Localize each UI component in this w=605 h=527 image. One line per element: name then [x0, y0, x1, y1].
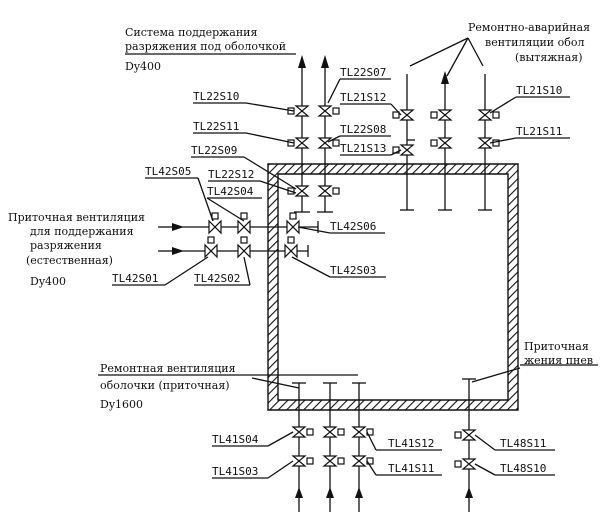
valve-icon — [351, 426, 374, 438]
valve-tag: TL22S11 — [193, 120, 239, 133]
valve-icon — [322, 455, 345, 467]
valve-icon — [237, 212, 251, 235]
vacuum-system-caption: разряжения под оболочкой — [125, 40, 286, 53]
valve-icon — [322, 426, 345, 438]
valve-icon — [317, 137, 340, 149]
arrow-up-icon — [321, 55, 329, 68]
valve-icon — [477, 109, 500, 121]
valve-icon — [430, 137, 453, 149]
equipment-tags: TL22S07 TL22S10 TL22S11 TL22S08 TL22S09 … — [112, 66, 562, 478]
valve-icon — [291, 426, 314, 438]
arrow-up-icon — [298, 55, 306, 68]
arrow-up-icon — [326, 487, 334, 498]
valve-icon — [284, 236, 298, 259]
valve-tag: TL22S10 — [193, 90, 239, 103]
valve-icon — [454, 458, 477, 470]
valve-tag: TL42S05 — [145, 165, 191, 178]
valve-tag: TL42S04 — [207, 185, 254, 198]
leader-lines — [98, 37, 598, 479]
supply-vent-diameter: Dy400 — [30, 275, 66, 288]
supply-vent-caption: Приточная вентиляция — [8, 211, 145, 224]
valve-tag: TL22S09 — [191, 144, 237, 157]
valve-icon — [477, 137, 500, 149]
valve-icon — [454, 429, 477, 441]
valve-icon — [392, 109, 415, 121]
valve-tag: TL41S12 — [388, 437, 434, 450]
valve-tag: TL21S11 — [516, 125, 562, 138]
arrow-up-icon — [441, 71, 449, 84]
valve-tag: TL41S11 — [388, 462, 434, 475]
valve-tag: TL42S01 — [112, 272, 158, 285]
supply-vent-caption: (естественная) — [26, 254, 113, 267]
valve-icon — [392, 144, 415, 156]
valve-tag: TL41S04 — [212, 433, 259, 446]
emergency-vent-caption: (вытяжная) — [515, 51, 583, 64]
valve-tag: TL22S08 — [340, 123, 386, 136]
pneumo-supply-caption: жения пнев — [524, 354, 593, 367]
arrow-right-icon — [172, 247, 184, 255]
flow-arrows — [172, 55, 473, 498]
pneumo-supply-caption: Приточная — [524, 340, 589, 353]
valve-icon — [237, 236, 251, 259]
valve-tag: TL41S03 — [212, 465, 258, 478]
emergency-vent-caption: вентиляции обол — [485, 36, 584, 49]
valve-icon — [430, 109, 453, 121]
supply-vent-caption: для поддержания — [30, 225, 134, 238]
repair-vent-caption: оболочки (приточная) — [100, 379, 230, 392]
supply-vent-caption: разряжения — [30, 239, 102, 252]
valve-icon — [204, 236, 218, 259]
valves — [204, 105, 500, 470]
valve-tag: TL42S06 — [330, 220, 376, 233]
arrow-up-icon — [355, 487, 363, 498]
containment-shell — [267, 163, 519, 411]
valve-tag: TL21S13 — [340, 142, 386, 155]
arrow-up-icon — [465, 487, 473, 498]
valve-icon — [291, 455, 314, 467]
valve-tag: TL48S10 — [500, 462, 546, 475]
vacuum-system-diameter: Dy400 — [125, 60, 161, 73]
flow-arrow-tails — [158, 226, 470, 512]
valve-icon — [286, 212, 300, 235]
valve-icon — [317, 105, 340, 117]
valve-tag: TL42S03 — [330, 264, 376, 277]
vacuum-system-caption: Система поддержания — [125, 26, 258, 39]
valve-tag: TL22S12 — [208, 168, 254, 181]
arrow-right-icon — [172, 223, 184, 231]
captions: Система поддержания разряжения под оболо… — [8, 21, 593, 411]
valve-tag: TL48S11 — [500, 437, 546, 450]
repair-vent-diameter: Dy1600 — [100, 398, 143, 411]
emergency-vent-caption: Ремонтно-аварийная — [468, 21, 590, 34]
valve-icon — [208, 212, 222, 235]
repair-vent-caption: Ремонтная вентиляция — [100, 362, 236, 375]
valve-tag: TL21S10 — [516, 84, 562, 97]
valve-tag: TL22S07 — [340, 66, 386, 79]
valve-tag: TL42S02 — [194, 272, 240, 285]
arrow-up-icon — [295, 487, 303, 498]
valve-tag: TL21S12 — [340, 91, 386, 104]
valve-icon — [317, 185, 340, 197]
